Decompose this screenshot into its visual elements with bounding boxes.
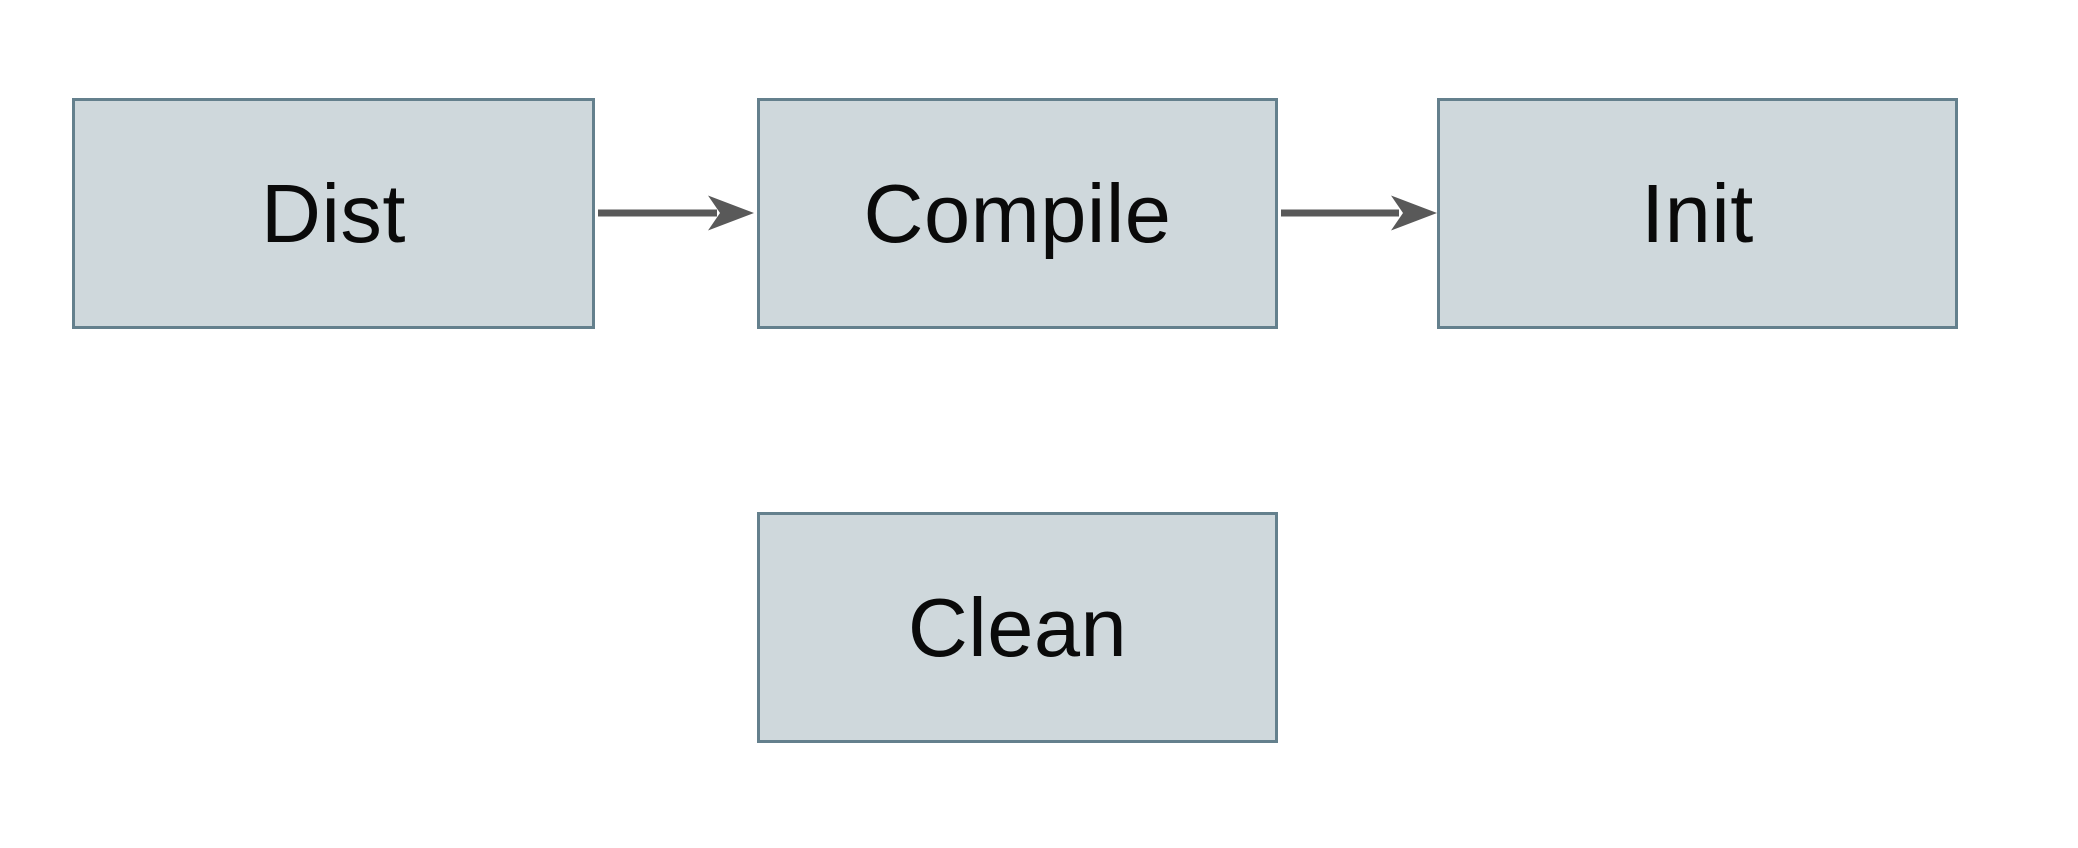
node-dist: Dist <box>72 98 595 329</box>
node-init: Init <box>1437 98 1958 329</box>
arrow-dist-to-compile-head-icon <box>708 195 754 231</box>
arrow-compile-to-init <box>1281 195 1437 231</box>
arrow-dist-to-compile <box>598 195 754 231</box>
arrow-compile-to-init-head-icon <box>1391 195 1437 231</box>
node-compile-label: Compile <box>863 167 1172 260</box>
node-compile: Compile <box>757 98 1278 329</box>
node-clean: Clean <box>757 512 1278 743</box>
node-init-label: Init <box>1641 167 1754 260</box>
node-dist-label: Dist <box>261 167 406 260</box>
node-clean-label: Clean <box>907 581 1128 674</box>
